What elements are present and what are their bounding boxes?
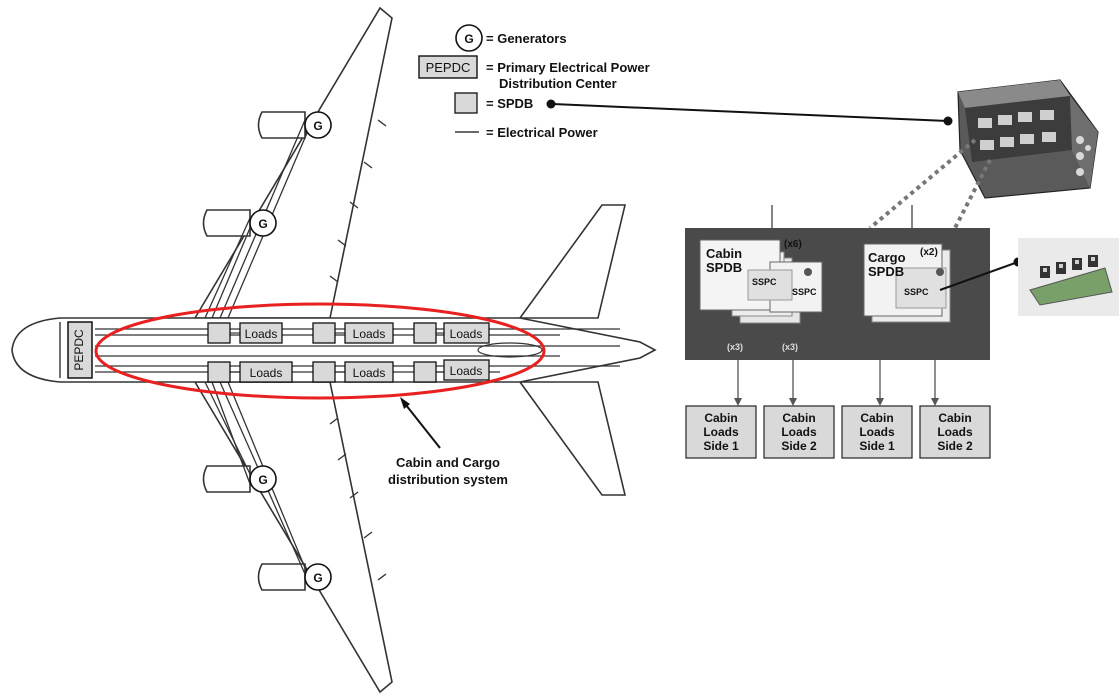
generator-label: G [258,473,267,487]
cabin-load-boxes: Cabin Loads Side 1 Cabin Loads Side 2 Ca… [686,406,990,458]
generator-label: G [258,217,267,231]
load-row-top: Loads Loads Loads [208,323,489,343]
load-box-line1: Cabin [938,411,971,425]
cargo-title-1: Cargo [868,250,906,265]
load-box-1: Cabin Loads Side 1 [686,406,756,458]
cabin-multiplier: (x6) [784,239,802,250]
legend-generator-symbol: G [464,32,473,46]
callout-arrow [402,400,440,448]
engine-1-nacelle [259,112,306,138]
generator-label: G [313,571,322,585]
generator-2: G [250,210,276,236]
legend-spdb-text: = SPDB [486,96,533,111]
upper-stabilizer [520,205,625,318]
load-box-line3: Side 1 [703,439,739,453]
legend-pepdc-text-1: = Primary Electrical Power [486,60,650,75]
load-box-line2: Loads [781,425,817,439]
cabin-title-2: SPDB [706,260,742,275]
loads-label: Loads [353,366,386,380]
cargo-title-2: SPDB [868,264,904,279]
loads-label: Loads [450,327,483,341]
load-box-3: Cabin Loads Side 1 [842,406,912,458]
load-box-line2: Loads [937,425,973,439]
load-box-line1: Cabin [782,411,815,425]
engine-3-nacelle [204,466,251,492]
output-multiplier-2: (x3) [782,342,798,352]
spdb-panel: Cabin SPDB (x6) SSPC SSPC Cargo SPDB (x2… [685,205,990,360]
output-multiplier-1: (x3) [727,342,743,352]
cargo-sspc: SSPC [904,287,929,297]
generator-label: G [313,119,322,133]
engine-4-nacelle [259,564,306,590]
load-box-line2: Loads [703,425,739,439]
generator-3: G [250,466,276,492]
load-box-line1: Cabin [704,411,737,425]
load-box-4: Cabin Loads Side 2 [920,406,990,458]
callout-line1: Cabin and Cargo [396,455,500,470]
load-box-line3: Side 1 [859,439,895,453]
load-row-bottom: Loads Loads Loads [208,360,489,382]
cargo-spdb-stack: Cargo SPDB (x2) SSPC [864,244,950,322]
lower-wing [195,382,392,692]
load-box-line1: Cabin [860,411,893,425]
spdb-hardware-photo [958,80,1098,198]
aircraft-outline [12,8,655,692]
legend: G = Generators PEPDC = Primary Electrica… [419,25,650,140]
load-box-2: Cabin Loads Side 2 [764,406,834,458]
sspc-board-photo [1018,238,1119,316]
generator-4: G [305,564,331,590]
loads-label: Loads [250,366,283,380]
cabin-title-1: Cabin [706,246,742,261]
cabin-sspc-2: SSPC [792,287,817,297]
generator-1: G [305,112,331,138]
loads-label: Loads [450,364,483,378]
cargo-multiplier: (x2) [920,247,938,258]
pepdc-label: PEPDC [72,329,86,371]
legend-generator-text: = Generators [486,31,567,46]
load-box-line3: Side 2 [937,439,973,453]
lower-stabilizer [520,382,625,495]
loads-label: Loads [245,327,278,341]
load-box-line2: Loads [859,425,895,439]
load-box-line3: Side 2 [781,439,817,453]
legend-power-text: = Electrical Power [486,125,598,140]
legend-pepdc-symbol: PEPDC [426,60,471,75]
output-arrows [738,360,935,400]
cabin-sspc-1: SSPC [752,277,777,287]
loads-label: Loads [353,327,386,341]
pepdc-box: PEPDC [68,322,92,378]
legend-pepdc-text-2: Distribution Center [499,76,617,91]
callout-line2: distribution system [388,472,508,487]
